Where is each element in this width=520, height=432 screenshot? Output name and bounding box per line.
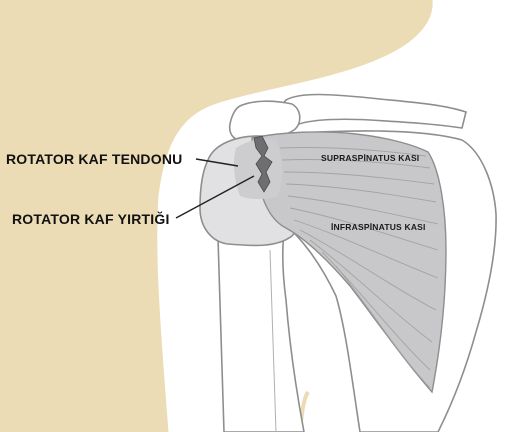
label-supraspinatus: SUPRASPİNATUS KASI [321,153,420,163]
leader-line-tendon [195,158,239,167]
rotator-cuff-tendon-band [233,139,283,199]
body-silhouette [0,0,435,432]
rotator-cuff-tear [253,135,273,193]
label-rotator-cuff-tendon: ROTATOR KAF TENDONU [6,151,183,167]
body-outline [157,0,436,432]
muscle-fibers [279,147,439,389]
humerus-inner-line [269,249,277,432]
label-rotator-cuff-tear: ROTATOR KAF YIRTIĞI [12,211,170,227]
clavicle [281,93,467,129]
leader-line-tear [175,175,255,219]
rotator-cuff-muscles [251,131,447,394]
humerus-shaft [217,231,305,432]
label-infraspinatus: İNFRASPİNATUS KASI [331,222,426,232]
